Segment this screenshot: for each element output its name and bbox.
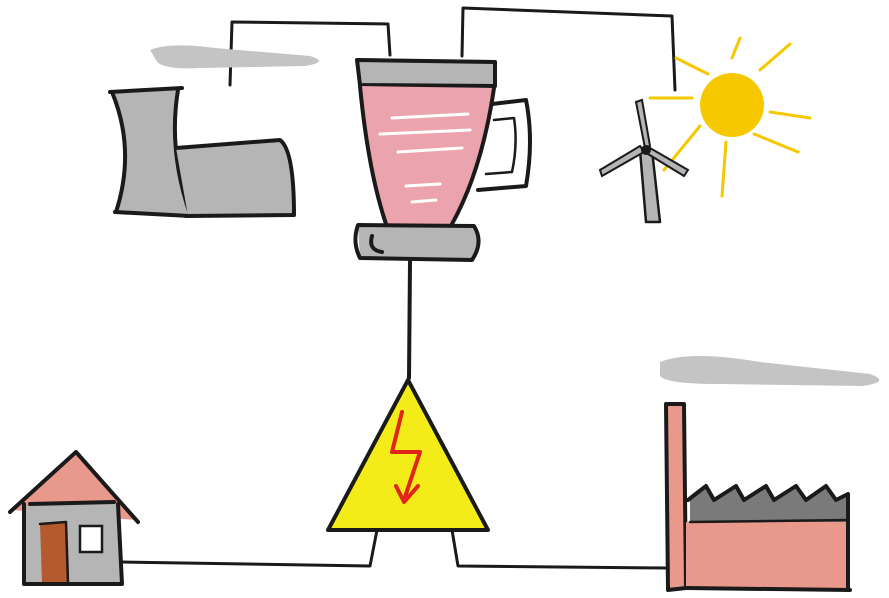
wind-turbine-icon: [600, 100, 688, 222]
house-window: [80, 526, 102, 552]
factory-icon: [660, 356, 879, 590]
blender-icon: [355, 58, 530, 260]
power-plant-smoke: [150, 45, 319, 68]
house-icon: [10, 452, 138, 584]
house-wall: [24, 504, 120, 582]
factory-smoke: [660, 356, 879, 386]
high-voltage-warning-icon: [328, 380, 488, 530]
wire-blender-to-transformer: [409, 262, 410, 378]
wire-transformer-to-house: [122, 530, 377, 566]
blender-base: [358, 226, 479, 260]
house-door: [40, 522, 68, 582]
power-plant-building: [176, 140, 292, 216]
power-plant-icon: [110, 45, 319, 216]
wire-transformer-to-factory: [452, 530, 666, 568]
factory-body: [686, 520, 848, 588]
